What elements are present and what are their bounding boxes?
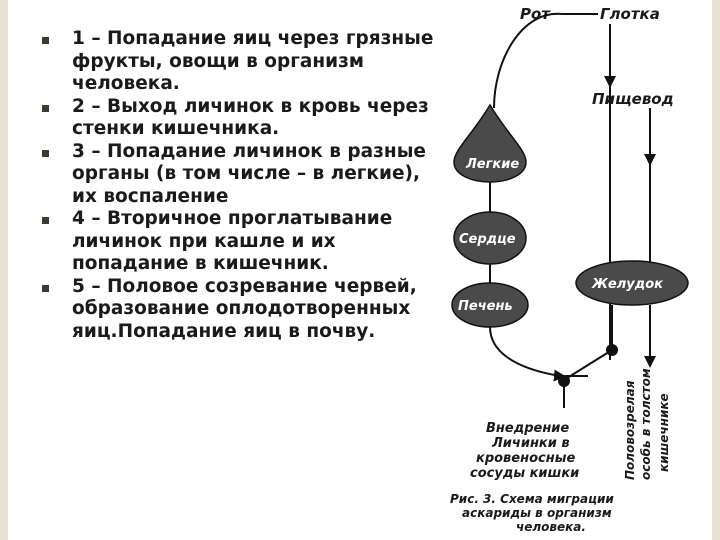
bullet-square-icon: [42, 284, 49, 292]
bullet-square-icon: [42, 217, 49, 224]
mouth-label: Рот: [520, 5, 551, 23]
bullet-square-icon: [42, 149, 49, 157]
bullet-list: 1 – Попадание яиц через грязные фрукты, …: [42, 28, 437, 343]
bullet-item-5: 5 – Половое созревание червей, образован…: [42, 276, 437, 344]
bullet-text: 4 – Вторичное проглатывание личинок при …: [72, 208, 393, 274]
stomach-shape: [575, 260, 689, 306]
lungs-label: Легкие: [465, 157, 519, 172]
stomach-label: Желудок: [591, 277, 664, 292]
bullet-text: 1 – Попадание яиц через грязные фрукты, …: [72, 28, 434, 94]
liver-intestine-curve: [489, 326, 588, 382]
migration-diagram: Рот Глотка Пищевод Легкие Сердце Печень …: [432, 0, 712, 540]
bullet-item-2: 2 – Выход личинок в кровь через стенки к…: [42, 96, 437, 141]
caption-line-3: человека.: [516, 520, 586, 534]
bullet-item-4: 4 – Вторичное проглатывание личинок при …: [42, 208, 437, 276]
bullet-square-icon: [42, 104, 49, 112]
intestine-dot-lower: [558, 375, 570, 387]
mature-text-line-2: особь в толстом: [639, 368, 653, 480]
entry-text-line-1: Внедрение: [486, 421, 569, 436]
diagram-svg: Рот Глотка Пищевод Легкие Сердце Печень …: [450, 5, 689, 534]
bullet-item-3: 3 – Попадание личинок в разные органы (в…: [42, 141, 437, 209]
pharynx-label: Глотка: [600, 5, 660, 23]
liver-label: Печень: [458, 299, 513, 314]
bullet-square-icon: [42, 37, 49, 44]
entry-text-line-4: сосуды кишки: [470, 466, 579, 481]
bullet-text: 3 – Попадание личинок в разные органы (в…: [72, 140, 426, 207]
heart-label: Сердце: [459, 232, 516, 247]
esophagus-label: Пищевод: [592, 90, 674, 108]
mature-text-line-1: Половозрелая: [623, 380, 637, 480]
entry-text-line-2: Личинки в: [491, 436, 570, 451]
caption-line-1: Рис. 3. Схема миграции: [450, 492, 614, 506]
caption-line-2: аскариды в организм: [462, 506, 612, 520]
cough-loop-path: [493, 12, 563, 109]
bullet-text: 5 – Половое созревание червей, образован…: [72, 275, 417, 342]
dot-diagonal: [563, 349, 613, 381]
entry-text-line-3: кровеносные: [476, 451, 575, 466]
bullet-item-1: 1 – Попадание яиц через грязные фрукты, …: [42, 28, 437, 96]
bullet-text: 2 – Выход личинок в кровь через стенки к…: [72, 95, 429, 140]
mature-text-line-3: кишечнике: [657, 393, 671, 472]
